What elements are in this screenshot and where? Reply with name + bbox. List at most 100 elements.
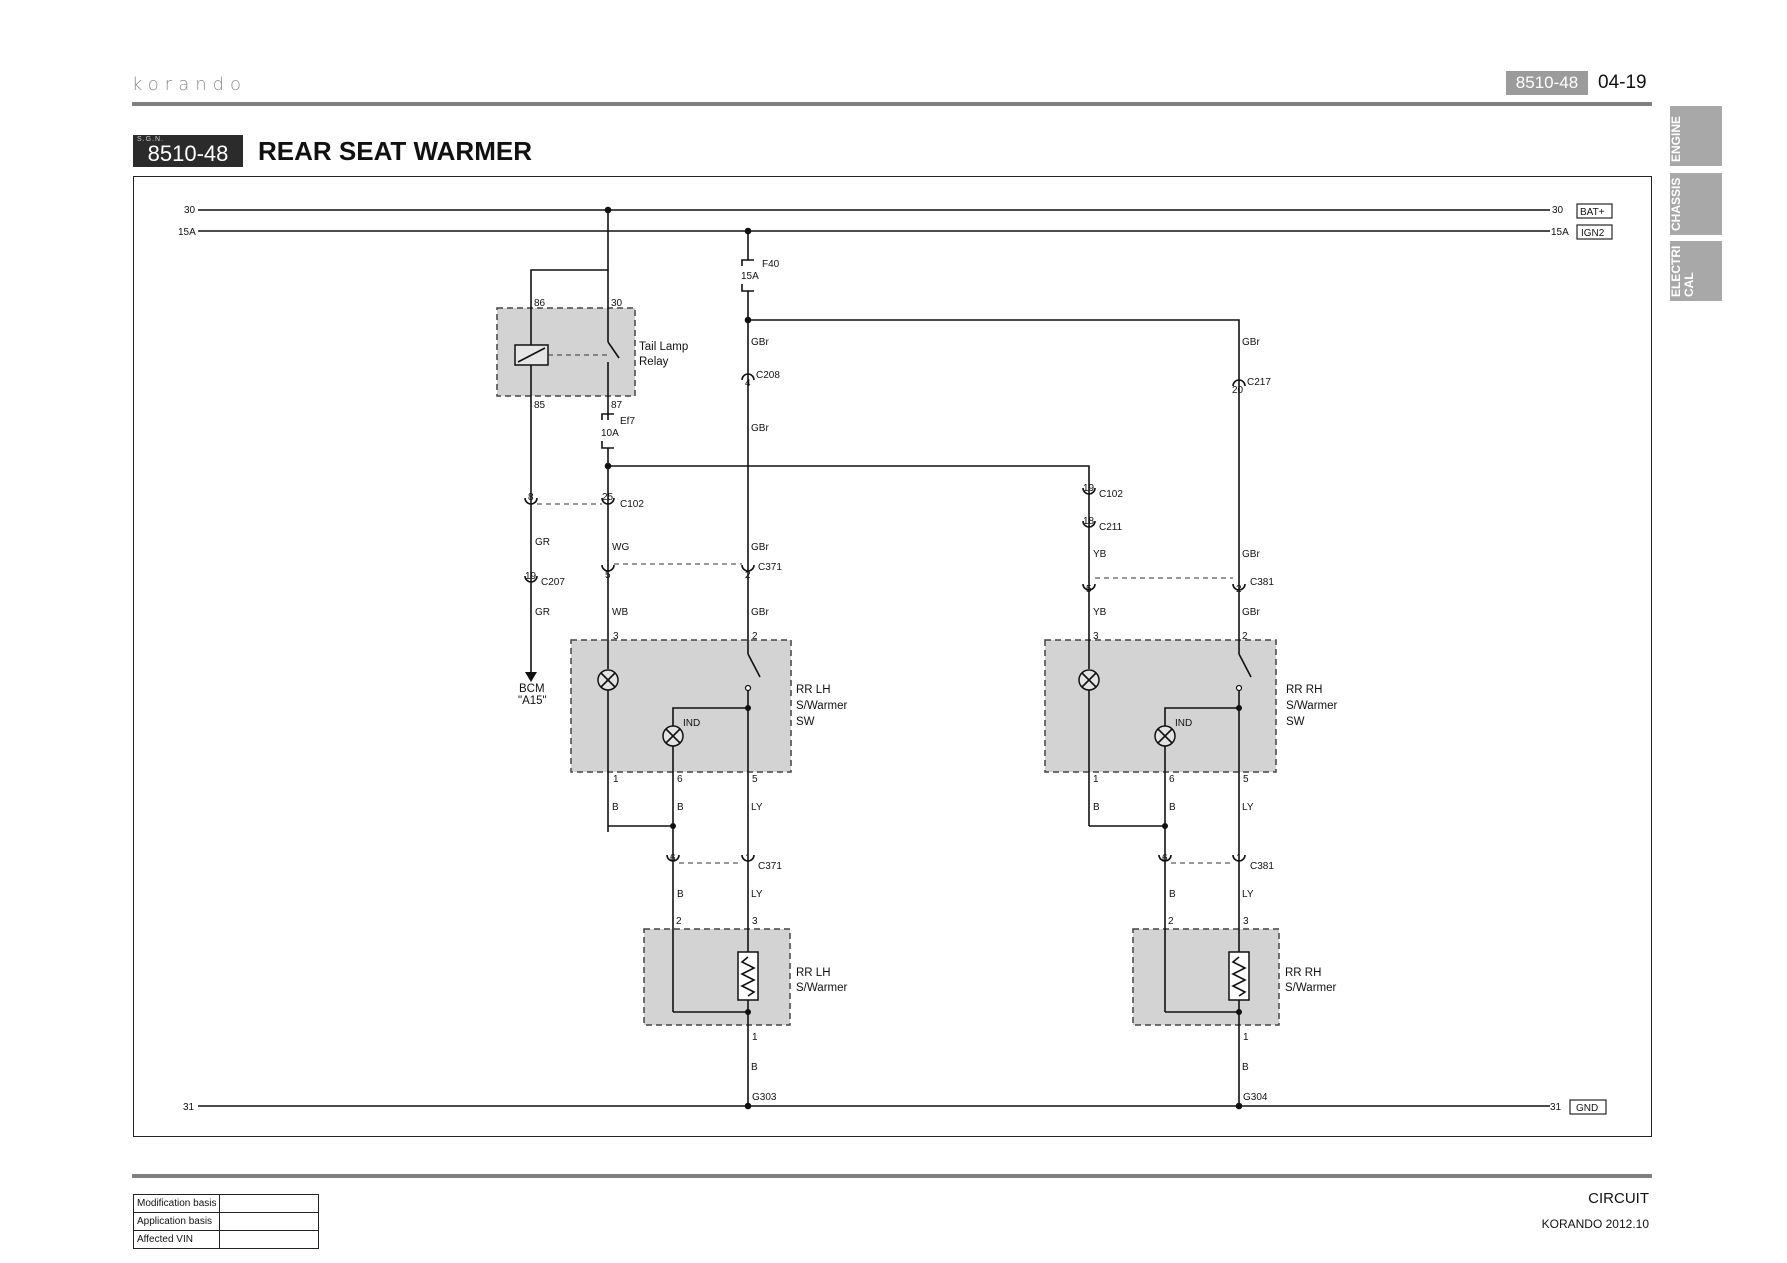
junction-dot xyxy=(604,206,612,214)
rh-switch-pin-1: 1 xyxy=(1093,774,1099,785)
footer-section: CIRCUIT xyxy=(1588,1190,1649,1207)
c211-symbol xyxy=(1082,520,1096,528)
relay-label-1: Tail Lamp xyxy=(639,341,688,353)
lh-switch-label-1: RR LH xyxy=(796,684,831,696)
ign-tag-box xyxy=(1576,224,1613,240)
lh-switch-label-3: SW xyxy=(796,716,815,728)
f40-to-rh-switch xyxy=(748,319,1240,640)
lh-ind-label: IND xyxy=(683,718,700,729)
page-title: REAR SEAT WARMER xyxy=(258,136,532,166)
ef7-to-rh-switch xyxy=(608,465,1090,640)
lh-heater-element-icon xyxy=(737,951,759,1001)
f40-bottom-cap xyxy=(741,284,754,292)
lh-switch-terminal xyxy=(744,684,752,692)
lh-switch-contact xyxy=(747,653,761,678)
diagram-frame xyxy=(133,176,1652,1137)
relay-pin-30: 30 xyxy=(611,298,623,309)
wire-gbr: GBr xyxy=(751,337,769,348)
c381-5-symbol xyxy=(1082,583,1096,591)
lamp-x xyxy=(600,672,616,688)
c217-label: C217 xyxy=(1247,377,1271,388)
ef7-top-cap xyxy=(601,413,614,420)
c207-symbol xyxy=(524,575,538,583)
c371-pin-5: 5 xyxy=(605,570,611,581)
relay-coil-slash xyxy=(517,347,546,363)
rh-switch-terminal xyxy=(1235,684,1243,692)
c381-label-b: C381 xyxy=(1250,861,1274,872)
tab-electrical[interactable]: ELECTRI CAL xyxy=(1669,241,1722,301)
wire-gbr: GBr xyxy=(751,607,769,618)
c371-pin-2: 2 xyxy=(745,570,751,581)
wire-ly: LY xyxy=(1242,889,1254,900)
c381-label-a: C381 xyxy=(1250,577,1274,588)
wire-yb: YB xyxy=(1093,549,1107,560)
relay-pin-86: 86 xyxy=(534,298,546,309)
rh-warmer-pin-3: 3 xyxy=(1243,916,1249,927)
bcm-label-1: BCM xyxy=(519,683,545,695)
c102-8-symbol xyxy=(524,497,538,505)
c381-pin-2: 2 xyxy=(1236,584,1242,595)
gnd-rail-number-left: 31 xyxy=(183,1102,195,1113)
c208-label: C208 xyxy=(756,370,780,381)
ign-rail-number-left: 15A xyxy=(178,227,196,238)
wire-wb: WB xyxy=(612,607,628,618)
lh-warmer-label-2: S/Warmer xyxy=(796,982,847,994)
table-row: Modification basis xyxy=(132,1194,320,1213)
gnd-tag-box xyxy=(1569,1099,1607,1115)
f40-top-cap xyxy=(741,259,754,266)
wire-b: B xyxy=(677,802,684,813)
table-row: Application basis xyxy=(132,1212,320,1231)
ground-junction xyxy=(1235,1102,1243,1110)
revision-label: Affected VIN xyxy=(132,1230,221,1249)
rh-switch-contact xyxy=(1238,653,1252,678)
lh-switch-box xyxy=(570,639,792,773)
c208-pin: 4 xyxy=(745,378,751,389)
c217-symbol xyxy=(1232,379,1246,387)
f40-rating: 15A xyxy=(741,271,759,282)
junction-dot xyxy=(1162,823,1168,829)
wire-b: B xyxy=(1242,1062,1249,1073)
lh-switch-pin-1: 1 xyxy=(613,774,619,785)
lh-switch-pin-3: 3 xyxy=(613,631,619,642)
lh-warmer-box xyxy=(643,928,791,1026)
lh-switch-pin-5: 5 xyxy=(752,774,758,785)
rh-warmer-label-1: RR RH xyxy=(1285,967,1321,979)
revision-table: Modification basis Application basis Aff… xyxy=(132,1194,320,1249)
c371-2-symbol xyxy=(741,564,755,572)
gnd-rail-number-right: 31 xyxy=(1550,1102,1562,1113)
c371-1-symbol xyxy=(741,854,755,862)
junction-dot xyxy=(604,462,612,470)
lh-ind-feed xyxy=(672,707,748,726)
tab-chassis[interactable]: CHASSIS xyxy=(1669,173,1722,235)
lamp-x xyxy=(665,728,681,744)
lh-warmer-pin-3: 3 xyxy=(752,916,758,927)
wire-b: B xyxy=(1169,802,1176,813)
junction-dot xyxy=(745,1009,751,1015)
relay-pin-85: 85 xyxy=(534,400,546,411)
relay-pin-87: 87 xyxy=(611,400,623,411)
relay-contact xyxy=(607,341,620,359)
relay-86-feed xyxy=(530,210,609,345)
sgn-code: 8510-48 xyxy=(147,141,229,166)
ign-rail-number-right: 15A xyxy=(1551,227,1569,238)
tab-engine[interactable]: ENGINE xyxy=(1669,106,1722,166)
revision-value xyxy=(219,1194,320,1213)
wire-yb: YB xyxy=(1093,607,1107,618)
wire-gbr: GBr xyxy=(1242,337,1260,348)
rh-switch-pin-6: 6 xyxy=(1169,774,1175,785)
rh-switch-pin-5: 5 xyxy=(1243,774,1249,785)
junction-dot xyxy=(670,823,676,829)
c371-label-a: C371 xyxy=(758,562,782,573)
lh-warmer-pin-2: 2 xyxy=(676,916,682,927)
sgn-badge xyxy=(133,135,243,167)
wire-b: B xyxy=(612,802,619,813)
c207-pin: 19 xyxy=(525,571,537,582)
wire-b: B xyxy=(751,1062,758,1073)
ef7-bottom-cap xyxy=(601,441,614,449)
ground-junction xyxy=(744,1102,752,1110)
c371-5-symbol xyxy=(601,564,615,572)
wire-gr: GR xyxy=(535,537,550,548)
ef7-rating: 10A xyxy=(601,428,619,439)
rh-warmer-box xyxy=(1132,928,1280,1026)
